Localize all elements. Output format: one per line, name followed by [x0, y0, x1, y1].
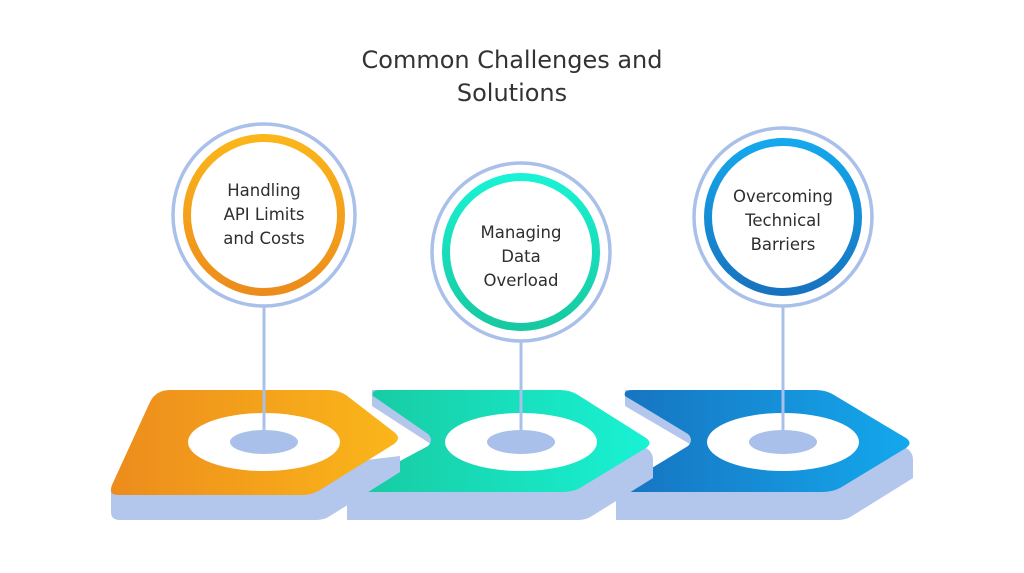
- inner-ring: [704, 138, 862, 296]
- label-technical-barriers: Overcoming Technical Barriers: [718, 185, 848, 257]
- label-line: API Limits: [223, 205, 305, 224]
- platform-base-dot: [749, 430, 817, 454]
- label-line: Data: [501, 247, 541, 266]
- node-data-overload: [430, 161, 612, 343]
- platform-base-dot: [230, 430, 298, 454]
- label-line: Technical: [745, 211, 821, 230]
- platform-technical-barriers: [616, 390, 913, 520]
- title-line-2: Solutions: [456, 79, 568, 107]
- title-line-1: Common Challenges and: [361, 46, 663, 74]
- platform-api-limits: [110, 390, 400, 520]
- inner-ring: [442, 173, 600, 331]
- label-line: Overcoming: [732, 187, 834, 206]
- node-technical-barriers: [692, 126, 874, 308]
- inner-ring: [183, 134, 345, 296]
- label-line: Handling: [227, 181, 301, 200]
- diagram-title: Common Challenges and Solutions: [0, 44, 1024, 110]
- platform-data-overload: [347, 390, 653, 520]
- platform-base-dot: [487, 430, 555, 454]
- label-line: Overload: [483, 271, 559, 290]
- label-data-overload: Managing Data Overload: [456, 221, 586, 293]
- label-api-limits: Handling API Limits and Costs: [199, 179, 329, 251]
- node-api-limits: [171, 122, 357, 308]
- label-line: and Costs: [223, 229, 305, 248]
- label-line: Managing: [480, 223, 562, 242]
- label-line: Barriers: [750, 235, 816, 254]
